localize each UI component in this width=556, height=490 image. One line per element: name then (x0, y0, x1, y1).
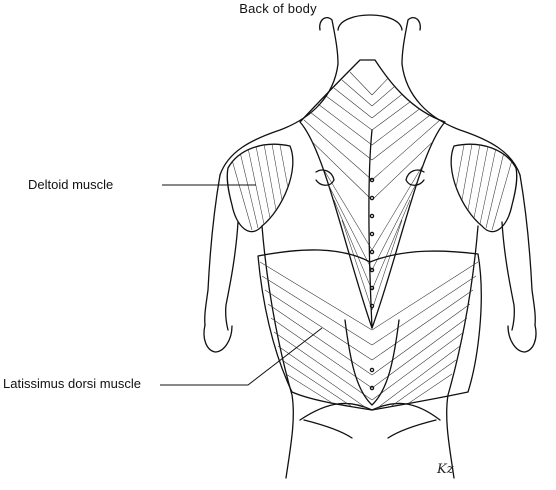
latissimus-leader-line (160, 327, 323, 386)
body-outline (203, 14, 537, 479)
deltoid-left (226, 143, 335, 233)
latissimus-label: Latissimus dorsi muscle (3, 376, 141, 391)
artist-signature: Kz (437, 462, 454, 477)
figure-title: Back of body (239, 1, 317, 16)
trapezius-muscle (299, 59, 446, 391)
deltoid-label: Deltoid muscle (28, 177, 114, 192)
latissimus-dorsi-muscle (257, 249, 482, 411)
spine-vertebrae (369, 177, 375, 391)
deltoid-right (405, 143, 518, 233)
